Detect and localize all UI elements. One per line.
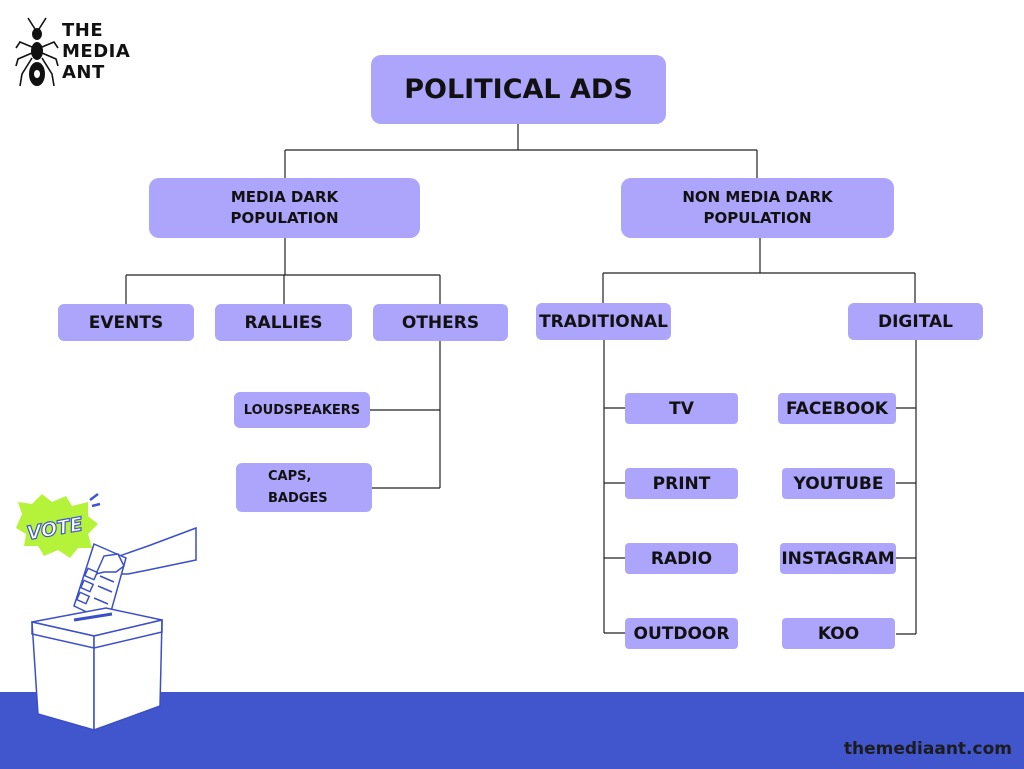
ant-logo-icon xyxy=(15,17,59,87)
node-traditional: TRADITIONAL xyxy=(536,303,671,340)
node-label-facebook: FACEBOOK xyxy=(786,398,888,419)
node-tv: TV xyxy=(625,393,738,424)
branch-non-media-dark-population: NON MEDIA DARK POPULATION xyxy=(621,178,894,238)
branch-media-dark-population: MEDIA DARK POPULATION xyxy=(149,178,420,238)
node-instagram: INSTAGRAM xyxy=(780,543,896,574)
node-label-print: PRINT xyxy=(652,473,711,494)
vote-badge-icon: VOTE xyxy=(16,493,101,558)
site-url: themediaant.com xyxy=(843,739,1012,759)
node-digital: DIGITAL xyxy=(848,303,983,340)
node-label-events: EVENTS xyxy=(88,312,164,333)
node-facebook: FACEBOOK xyxy=(778,393,896,424)
node-radio: RADIO xyxy=(625,543,738,574)
node-label-outdoor: OUTDOOR xyxy=(633,623,730,644)
ballot-box-icon: VOTE xyxy=(16,493,197,732)
node-others: OTHERS xyxy=(373,304,508,341)
brand-logo-text: THE MEDIA ANT xyxy=(62,20,130,83)
node-label-caps-badges: CAPS, BADGES xyxy=(268,468,328,506)
logo-line-3: ANT xyxy=(62,62,105,83)
node-print: PRINT xyxy=(625,468,738,499)
branch-label-media-dark: MEDIA DARK POPULATION xyxy=(230,188,339,227)
node-rallies: RALLIES xyxy=(215,304,352,341)
node-outdoor: OUTDOOR xyxy=(625,618,738,649)
node-label-koo: KOO xyxy=(817,623,860,644)
root-label: POLITICAL ADS xyxy=(404,74,633,105)
node-label-digital: DIGITAL xyxy=(878,311,953,332)
node-youtube: YOUTUBE xyxy=(782,468,895,499)
branch-label-non-media-dark: NON MEDIA DARK POPULATION xyxy=(682,188,833,227)
node-loudspeakers: LOUDSPEAKERS xyxy=(234,392,370,428)
node-label-traditional: TRADITIONAL xyxy=(539,311,668,332)
logo-line-2: MEDIA xyxy=(62,41,131,62)
node-events: EVENTS xyxy=(58,304,194,341)
footer-band xyxy=(0,692,1024,769)
node-label-youtube: YOUTUBE xyxy=(793,473,884,494)
node-label-radio: RADIO xyxy=(650,548,713,569)
node-label-tv: TV xyxy=(669,398,694,419)
root-node-political-ads: POLITICAL ADS xyxy=(371,55,666,124)
node-label-others: OTHERS xyxy=(401,312,480,333)
node-label-instagram: INSTAGRAM xyxy=(781,548,895,569)
node-caps-badges: CAPS, BADGES xyxy=(236,463,372,512)
node-label-rallies: RALLIES xyxy=(244,312,323,333)
logo-line-1: THE xyxy=(62,20,104,41)
node-label-loudspeakers: LOUDSPEAKERS xyxy=(243,402,361,418)
node-koo: KOO xyxy=(782,618,895,649)
